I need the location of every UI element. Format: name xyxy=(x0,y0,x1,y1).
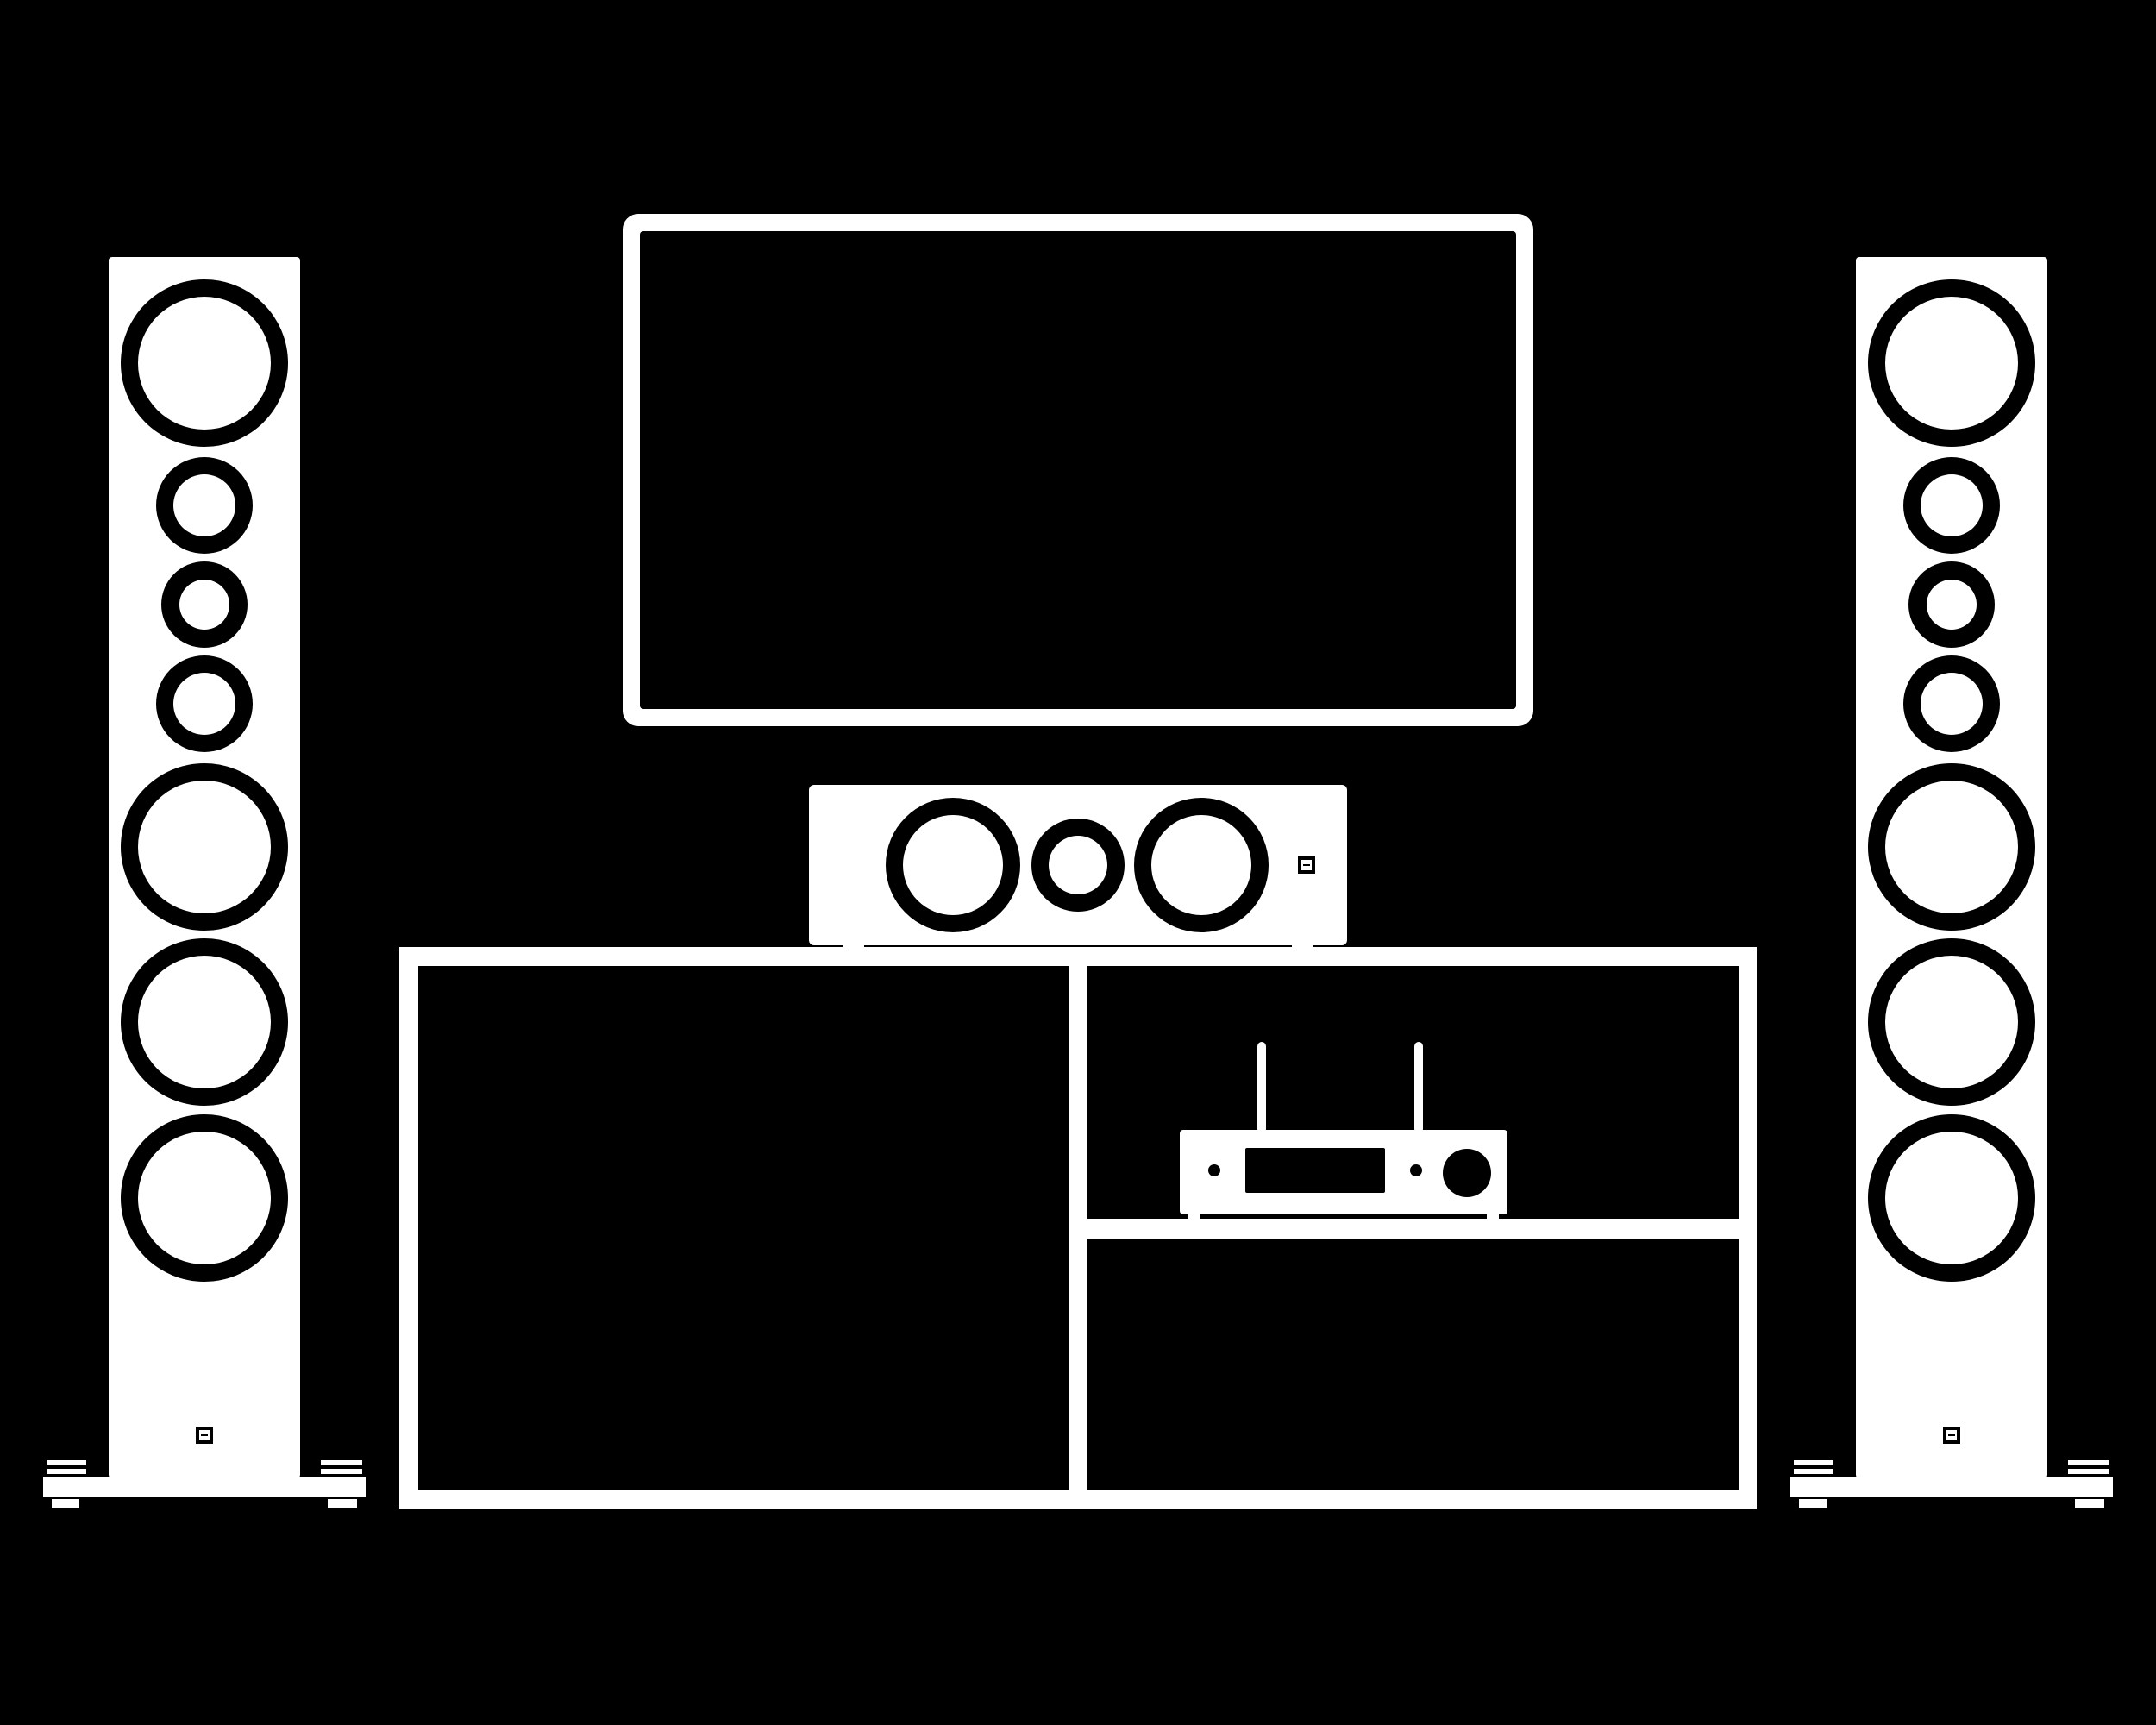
antenna-icon xyxy=(1257,1042,1423,1133)
speaker-logo-icon xyxy=(1298,856,1315,874)
right-speaker-stand xyxy=(1790,1460,2113,1508)
center-woofer-left xyxy=(886,798,1020,932)
right-driver-6 xyxy=(1868,938,2035,1106)
receiver-foot-right xyxy=(1487,1214,1499,1225)
right-driver-2 xyxy=(1903,457,2000,554)
console-compartment-left xyxy=(418,966,1069,1490)
speaker-logo-icon xyxy=(1943,1427,1960,1444)
receiver-display xyxy=(1245,1148,1385,1193)
receiver-indicator-right xyxy=(1410,1164,1422,1176)
center-woofer-right xyxy=(1134,798,1269,932)
console-compartment-bottom-right xyxy=(1087,1239,1739,1490)
left-driver-4 xyxy=(156,656,253,752)
center-speaker xyxy=(809,785,1347,950)
left-driver-7 xyxy=(121,1114,288,1282)
left-speaker-stand xyxy=(43,1460,366,1508)
speaker-logo-icon xyxy=(196,1427,213,1444)
receiver-indicator-left xyxy=(1208,1164,1220,1176)
left-driver-1 xyxy=(121,279,288,447)
right-driver-5 xyxy=(1868,763,2035,931)
right-driver-1 xyxy=(1868,279,2035,447)
left-driver-3 xyxy=(161,561,248,648)
volume-knob-icon xyxy=(1443,1149,1491,1197)
receiver-foot-left xyxy=(1188,1214,1200,1225)
center-tweeter xyxy=(1031,819,1125,912)
right-driver-4 xyxy=(1903,656,2000,752)
left-tower-speaker xyxy=(43,257,366,1508)
right-driver-7 xyxy=(1868,1114,2035,1282)
tv-screen xyxy=(623,214,1533,726)
left-driver-6 xyxy=(121,938,288,1106)
av-receiver xyxy=(1180,1042,1507,1225)
left-driver-2 xyxy=(156,457,253,554)
right-driver-3 xyxy=(1908,561,1995,648)
right-tower-speaker xyxy=(1790,257,2113,1508)
media-console xyxy=(399,947,1757,1509)
left-driver-5 xyxy=(121,763,288,931)
